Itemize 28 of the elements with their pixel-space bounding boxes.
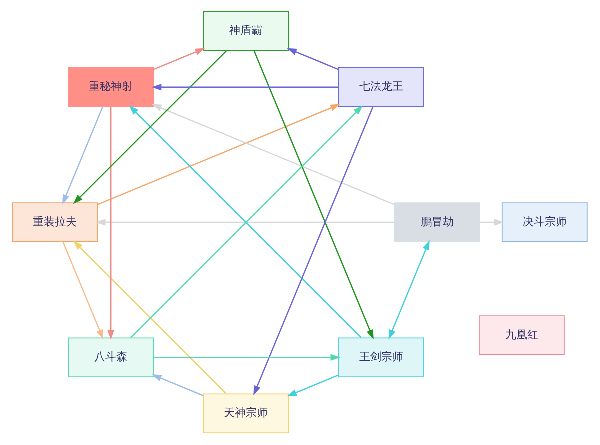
- arrow: [154, 354, 341, 362]
- node-box: 七法龙王: [338, 67, 424, 108]
- arrow: [62, 242, 104, 340]
- node-box: 八斗森: [68, 338, 154, 378]
- arrow: [254, 50, 374, 340]
- arrow: [73, 240, 227, 394]
- arrow: [152, 104, 395, 206]
- node-box: 决斗宗师: [502, 202, 588, 242]
- arrow: [287, 48, 339, 70]
- arrow: [62, 106, 104, 205]
- arrow: [154, 48, 206, 70]
- arrow: [152, 84, 339, 91]
- node-box: 鹏冒劫: [394, 202, 480, 242]
- arrow: [98, 104, 340, 206]
- arrow: [108, 107, 114, 340]
- node-box: 神盾霸: [203, 12, 290, 52]
- arrow: [254, 106, 374, 396]
- node-box: 王剑宗师: [338, 338, 424, 378]
- arrow: [388, 240, 430, 340]
- arrow: [152, 374, 204, 396]
- node-box: 重装拉夫: [12, 202, 98, 242]
- node-box: 天神宗师: [203, 394, 290, 434]
- node-box: 九凰红: [479, 316, 565, 356]
- arrow: [73, 50, 227, 204]
- arrow: [480, 219, 504, 226]
- arrow: [287, 374, 339, 397]
- arrow: [96, 219, 395, 226]
- node-box: 重秘神射: [68, 67, 154, 108]
